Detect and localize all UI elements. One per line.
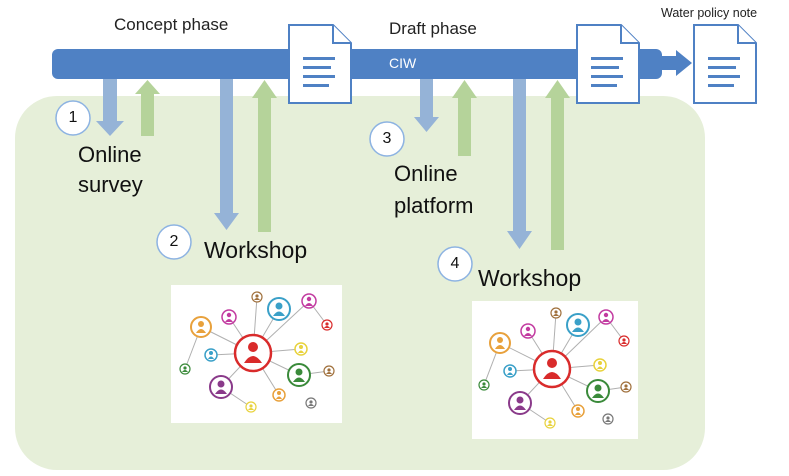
step3-number: 3 [382,130,392,147]
step1-label-line2: survey [78,172,143,197]
step3-label-line2: platform [394,193,474,218]
step2-number: 2 [169,233,179,250]
step3-down-arrow [414,79,439,132]
step3-label-line1: Online [394,161,458,186]
step2-up-arrow [252,80,277,232]
step2-label: Workshop [204,237,308,263]
ciw-bar [52,49,662,79]
bar-arrow-to-note [660,50,692,76]
step4-number: 4 [450,255,460,272]
draft-phase-label: Draft phase [389,19,477,38]
step4-up-arrow [545,80,570,250]
document-icon [576,24,640,104]
step4-number-circle [437,246,473,282]
document-icon [288,24,352,104]
step1-number: 1 [68,109,78,126]
step2-down-arrow [214,79,239,230]
step4-down-arrow [507,79,532,249]
step3-up-arrow [452,80,477,156]
water-policy-note-label: Water policy note [661,6,758,20]
step1-label-line1: Online [78,142,142,167]
ciw-label: CIW [389,55,417,71]
step3-number-circle [369,121,405,157]
step2-number-circle [156,224,192,260]
document-icon [693,24,757,104]
step4-label: Workshop [478,265,582,291]
people-network-icon [171,285,342,423]
people-network-icon [472,301,638,439]
concept-phase-label: Concept phase [114,15,229,34]
step1-number-circle [55,100,91,136]
step1-down-arrow [96,79,124,136]
step1-up-arrow [135,80,160,136]
